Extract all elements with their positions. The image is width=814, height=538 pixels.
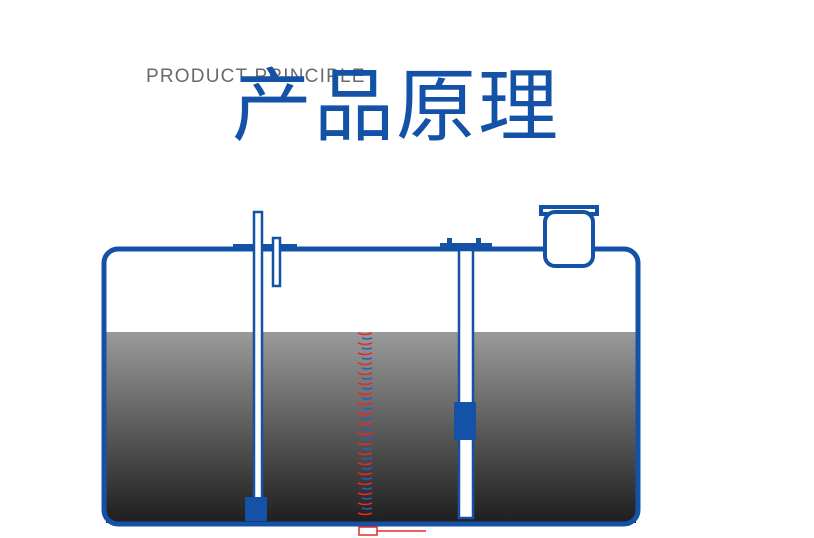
manhole-icon <box>539 205 599 268</box>
liquid-fill <box>106 332 636 523</box>
sound-wave-icon <box>357 332 373 516</box>
tank-body <box>101 246 641 527</box>
float-sensor-icon <box>440 238 492 520</box>
level-probe-icon <box>233 210 297 521</box>
subtitle: PRODUCT PRINCIPLE <box>146 66 366 87</box>
ultrasonic-transducer-icon <box>358 526 426 536</box>
page-title: 产品原理 <box>232 60 560 153</box>
